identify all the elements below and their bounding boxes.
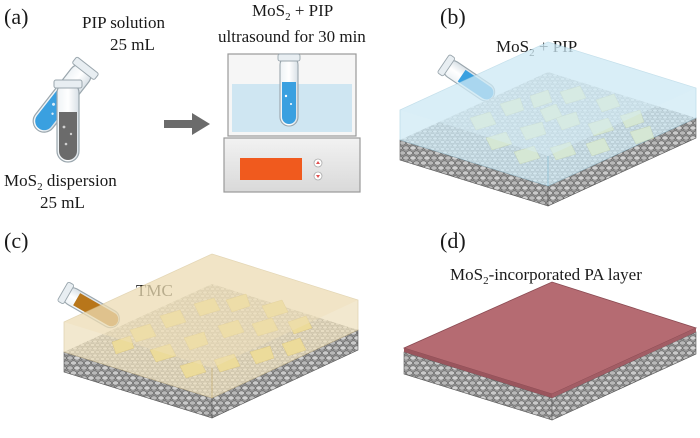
membrane-b — [399, 41, 697, 207]
panel-c: (c) TMC — [4, 228, 359, 419]
membrane-c — [63, 253, 359, 419]
panel-d-letter: (d) — [440, 228, 466, 253]
panel-c-letter: (c) — [4, 228, 28, 253]
process-arrow-icon — [164, 113, 210, 135]
pip-solution-label: PIP solution — [82, 13, 165, 32]
mos2-dispersion-label: MoS2 dispersion — [4, 171, 117, 193]
ultrasonic-bath-icon — [223, 53, 361, 193]
panel-b-letter: (b) — [440, 4, 466, 29]
panel-a: (a) PIP solution 25 mL MoS2 dispersion 2… — [4, 1, 366, 212]
bath-display — [240, 158, 302, 180]
mos2-test-tube-icon — [53, 79, 83, 163]
mos2-volume-label: 25 mL — [40, 193, 85, 212]
panel-b: (b) MoS2 + PIP — [399, 4, 697, 207]
panel-d: (d) MoS2-incorporated PA layer — [402, 228, 698, 421]
membrane-d — [402, 281, 698, 421]
panel-a-letter: (a) — [4, 4, 28, 29]
mos2-liquid — [59, 112, 77, 160]
pip-volume-label: 25 mL — [110, 35, 155, 54]
pa-layer-label: MoS2-incorporated PA layer — [450, 265, 642, 287]
bath-subtitle: ultrasound for 30 min — [218, 27, 366, 46]
bath-title: MoS2 + PIP — [252, 1, 333, 23]
